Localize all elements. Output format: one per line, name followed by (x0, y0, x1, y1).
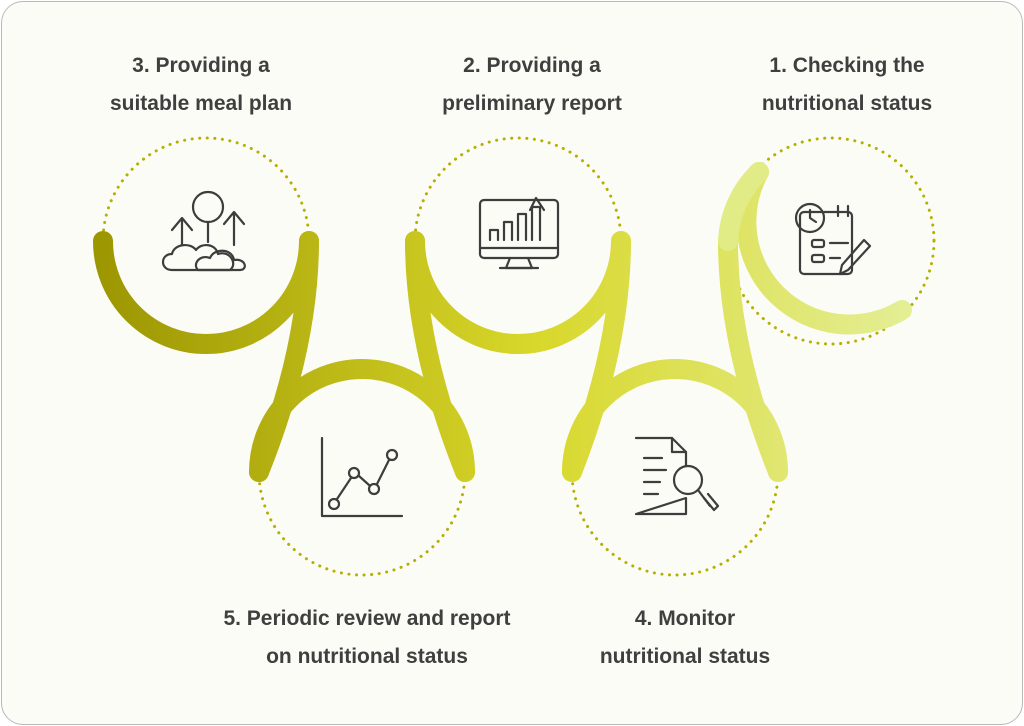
ribbon-arc-step-2 (405, 231, 631, 354)
line-graph-icon (320, 436, 404, 518)
dotted-circle-step-1 (726, 136, 936, 346)
document-magnifier-icon (634, 436, 720, 516)
ribbon-arc-step-1 (736, 162, 912, 335)
step-2-label: 2. Providing a preliminary report (422, 47, 642, 123)
step-1-title: 1. Checking the (769, 54, 925, 77)
step-3-label: 3. Providing a suitable meal plan (96, 47, 306, 123)
ribbon-joint-1-lead (718, 162, 769, 251)
growth-arrows-icon (161, 190, 246, 272)
step-5-title: 5. Periodic review and report (223, 607, 511, 630)
ribbon-joint-3-5 (249, 231, 319, 482)
step-2-title: 2. Providing a (463, 54, 601, 77)
step-2-subtitle: preliminary report (442, 92, 622, 115)
step-5-subtitle: on nutritional status (266, 645, 468, 668)
step-4-title: 4. Monitor (634, 607, 736, 630)
step-4-subtitle: nutritional status (599, 645, 771, 668)
connecting-ribbon (93, 162, 912, 482)
ribbon-joint-2-5 (405, 231, 475, 482)
ribbon-joint-2-4 (562, 231, 631, 482)
monitor-chart-icon (478, 196, 560, 270)
step-5-label: 5. Periodic review and report on nutriti… (202, 600, 532, 676)
step-3-subtitle: suitable meal plan (109, 92, 293, 115)
step-1-label: 1. Checking the nutritional status (742, 47, 952, 123)
step-4-label: 4. Monitor nutritional status (580, 600, 790, 676)
step-3-title: 3. Providing a (132, 54, 270, 77)
clipboard-clock-pencil-icon (794, 202, 872, 276)
ribbon-joint-1-4 (718, 231, 788, 482)
step-1-subtitle: nutritional status (761, 92, 933, 115)
